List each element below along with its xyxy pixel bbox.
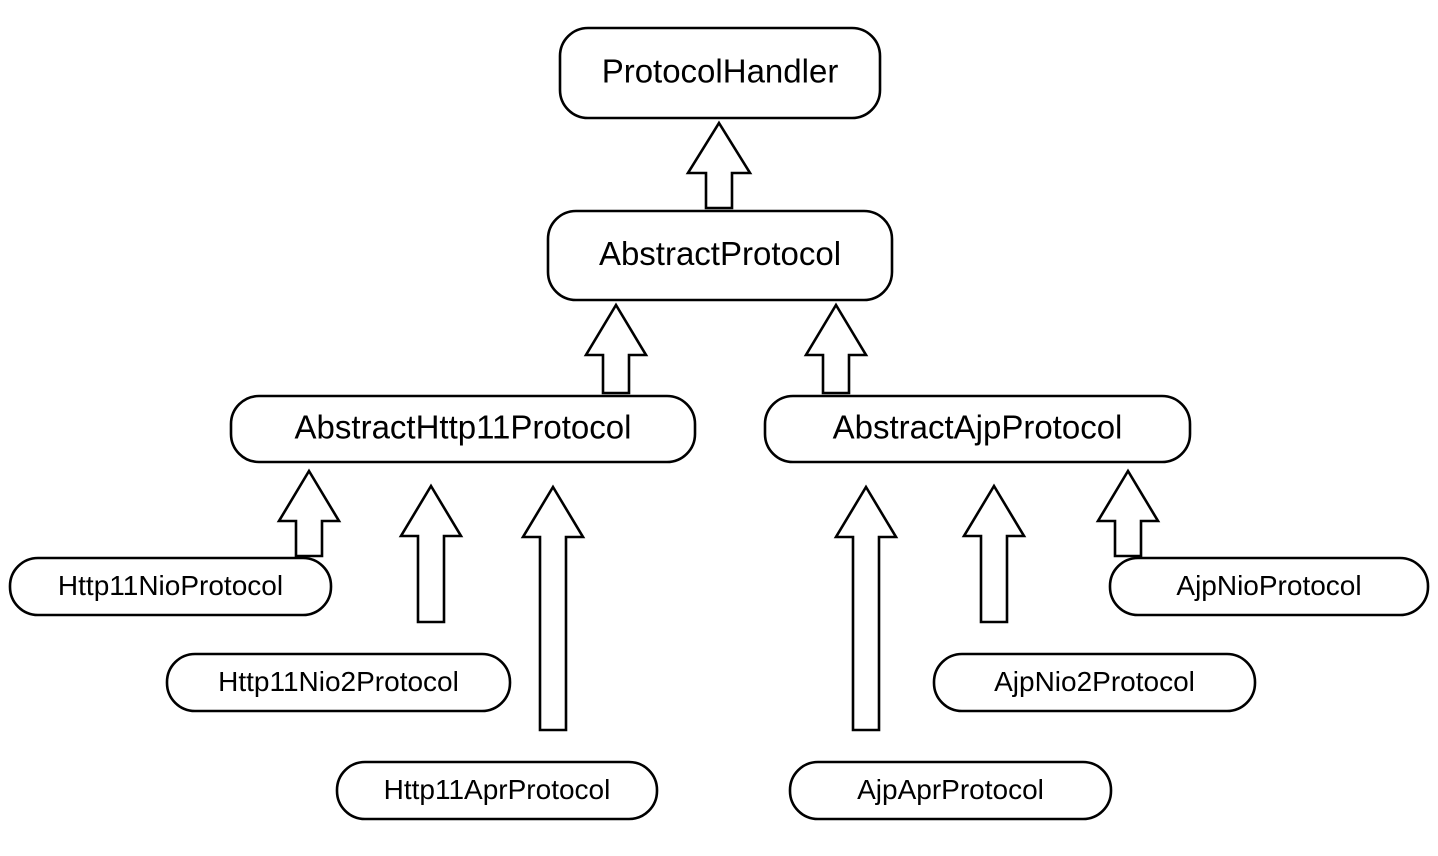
class-box-abstract-ajp-protocol[interactable]: AbstractAjpProtocol [763, 394, 1192, 464]
generalization-arrow [583, 302, 649, 395]
generalization-arrow [685, 120, 753, 210]
class-box-ajp-nio2-protocol[interactable]: AjpNio2Protocol [932, 652, 1257, 713]
class-box-shape [546, 209, 894, 302]
class-box-abstract-http11-protocol[interactable]: AbstractHttp11Protocol [229, 394, 697, 464]
class-box-shape [763, 394, 1192, 464]
class-box-ajp-apr-protocol[interactable]: AjpAprProtocol [788, 760, 1113, 821]
generalization-arrow [276, 468, 342, 558]
class-box-abstract-protocol[interactable]: AbstractProtocol [546, 209, 894, 302]
class-box-http11-apr-protocol[interactable]: Http11AprProtocol [335, 760, 659, 821]
class-box-http11-nio2-protocol[interactable]: Http11Nio2Protocol [165, 652, 512, 713]
class-nodes-layer: ProtocolHandlerAbstractProtocolAbstractH… [8, 26, 1430, 821]
generalization-arrow [833, 484, 899, 732]
class-box-shape [932, 652, 1257, 713]
class-box-label: ProtocolHandler [602, 53, 839, 90]
class-box-ajp-nio-protocol[interactable]: AjpNioProtocol [1108, 556, 1430, 617]
class-box-shape [558, 26, 882, 120]
class-box-shape [1108, 556, 1430, 617]
class-box-shape [229, 394, 697, 464]
class-box-shape [165, 652, 512, 713]
generalization-arrow [520, 484, 586, 732]
class-box-http11-nio-protocol[interactable]: Http11NioProtocol [8, 556, 333, 617]
class-box-label: Http11NioProtocol [58, 570, 283, 601]
generalization-arrow [803, 302, 869, 395]
class-box-label: Http11Nio2Protocol [218, 666, 459, 697]
class-box-label: AbstractAjpProtocol [833, 409, 1123, 446]
class-box-label: AjpNioProtocol [1176, 570, 1361, 601]
class-box-label: AbstractHttp11Protocol [295, 409, 632, 446]
generalization-arrow [1095, 468, 1161, 558]
class-box-protocol-handler[interactable]: ProtocolHandler [558, 26, 882, 120]
generalization-edges-layer [276, 120, 1161, 732]
class-box-label: AjpNio2Protocol [994, 666, 1195, 697]
class-box-label: AbstractProtocol [599, 235, 841, 272]
class-box-label: Http11AprProtocol [384, 774, 611, 805]
class-box-label: AjpAprProtocol [857, 774, 1044, 805]
generalization-arrow [961, 483, 1027, 624]
class-box-shape [8, 556, 333, 617]
class-box-shape [788, 760, 1113, 821]
class-box-shape [335, 760, 659, 821]
generalization-arrow [398, 483, 464, 624]
